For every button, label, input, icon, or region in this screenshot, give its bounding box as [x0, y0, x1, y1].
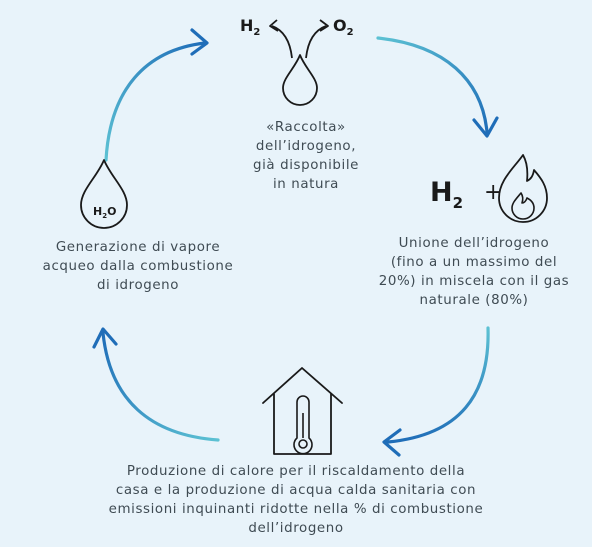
steam-line: acqueo dalla combustione — [42, 259, 234, 274]
plus-sign: + — [484, 180, 502, 205]
heating-description: Produzione di calore per il riscaldament… — [46, 462, 546, 538]
blend-line: naturale (80%) — [419, 293, 529, 308]
house-icon — [262, 367, 343, 455]
blend-line: (fino a un massimo del — [390, 255, 558, 270]
steam-line: Generazione di vapore — [55, 240, 221, 255]
split-arrow-left-icon — [271, 25, 293, 59]
o2-formula: O2 — [333, 16, 354, 38]
arrow-top-to-right — [376, 36, 499, 138]
steam-description: Generazione di vapore acqueo dalla combu… — [18, 238, 258, 295]
hydrogen-collection-icon: H2 O2 — [240, 16, 354, 106]
h2o-formula: H2O — [93, 205, 116, 220]
collection-description: «Raccolta» dell’idrogeno, già disponibil… — [206, 118, 406, 194]
house-heating-icon — [262, 367, 343, 455]
flame-icon — [498, 154, 548, 223]
thermometer-icon — [293, 395, 313, 455]
h2-formula: H2 — [240, 16, 260, 38]
water-drop-h2o-icon — [80, 159, 128, 229]
blend-line: Unione dell’idrogeno — [398, 236, 550, 251]
heating-line: emissioni inquinanti ridotte nella % di … — [108, 502, 484, 517]
heating-line: dell’idrogeno — [248, 521, 344, 536]
hydrogen-blend-icon: H2 + — [430, 154, 548, 223]
collection-line: in natura — [272, 177, 339, 192]
water-drop-icon — [282, 54, 318, 106]
blend-line: 20%) in miscela con il gas — [378, 274, 570, 289]
steam-generation-icon: H2O — [80, 159, 128, 229]
heating-line: Produzione di calore per il riscaldament… — [126, 464, 466, 479]
split-arrow-right-icon — [305, 25, 327, 59]
inner-flame-icon — [511, 192, 535, 220]
blend-description: Unione dell’idrogeno (fino a un massimo … — [362, 234, 586, 310]
collection-line: «Raccolta» — [266, 120, 346, 135]
heating-line: casa e la produzione di acqua calda sani… — [115, 483, 477, 498]
steam-line: di idrogeno — [96, 278, 180, 293]
collection-line: dell’idrogeno, — [255, 139, 357, 154]
arrow-bottom-to-left — [92, 327, 220, 442]
collection-line: già disponibile — [253, 158, 359, 173]
arrow-left-to-top — [104, 28, 209, 162]
arrow-right-to-bottom — [382, 326, 490, 457]
h2-big-formula: H2 — [430, 177, 463, 212]
